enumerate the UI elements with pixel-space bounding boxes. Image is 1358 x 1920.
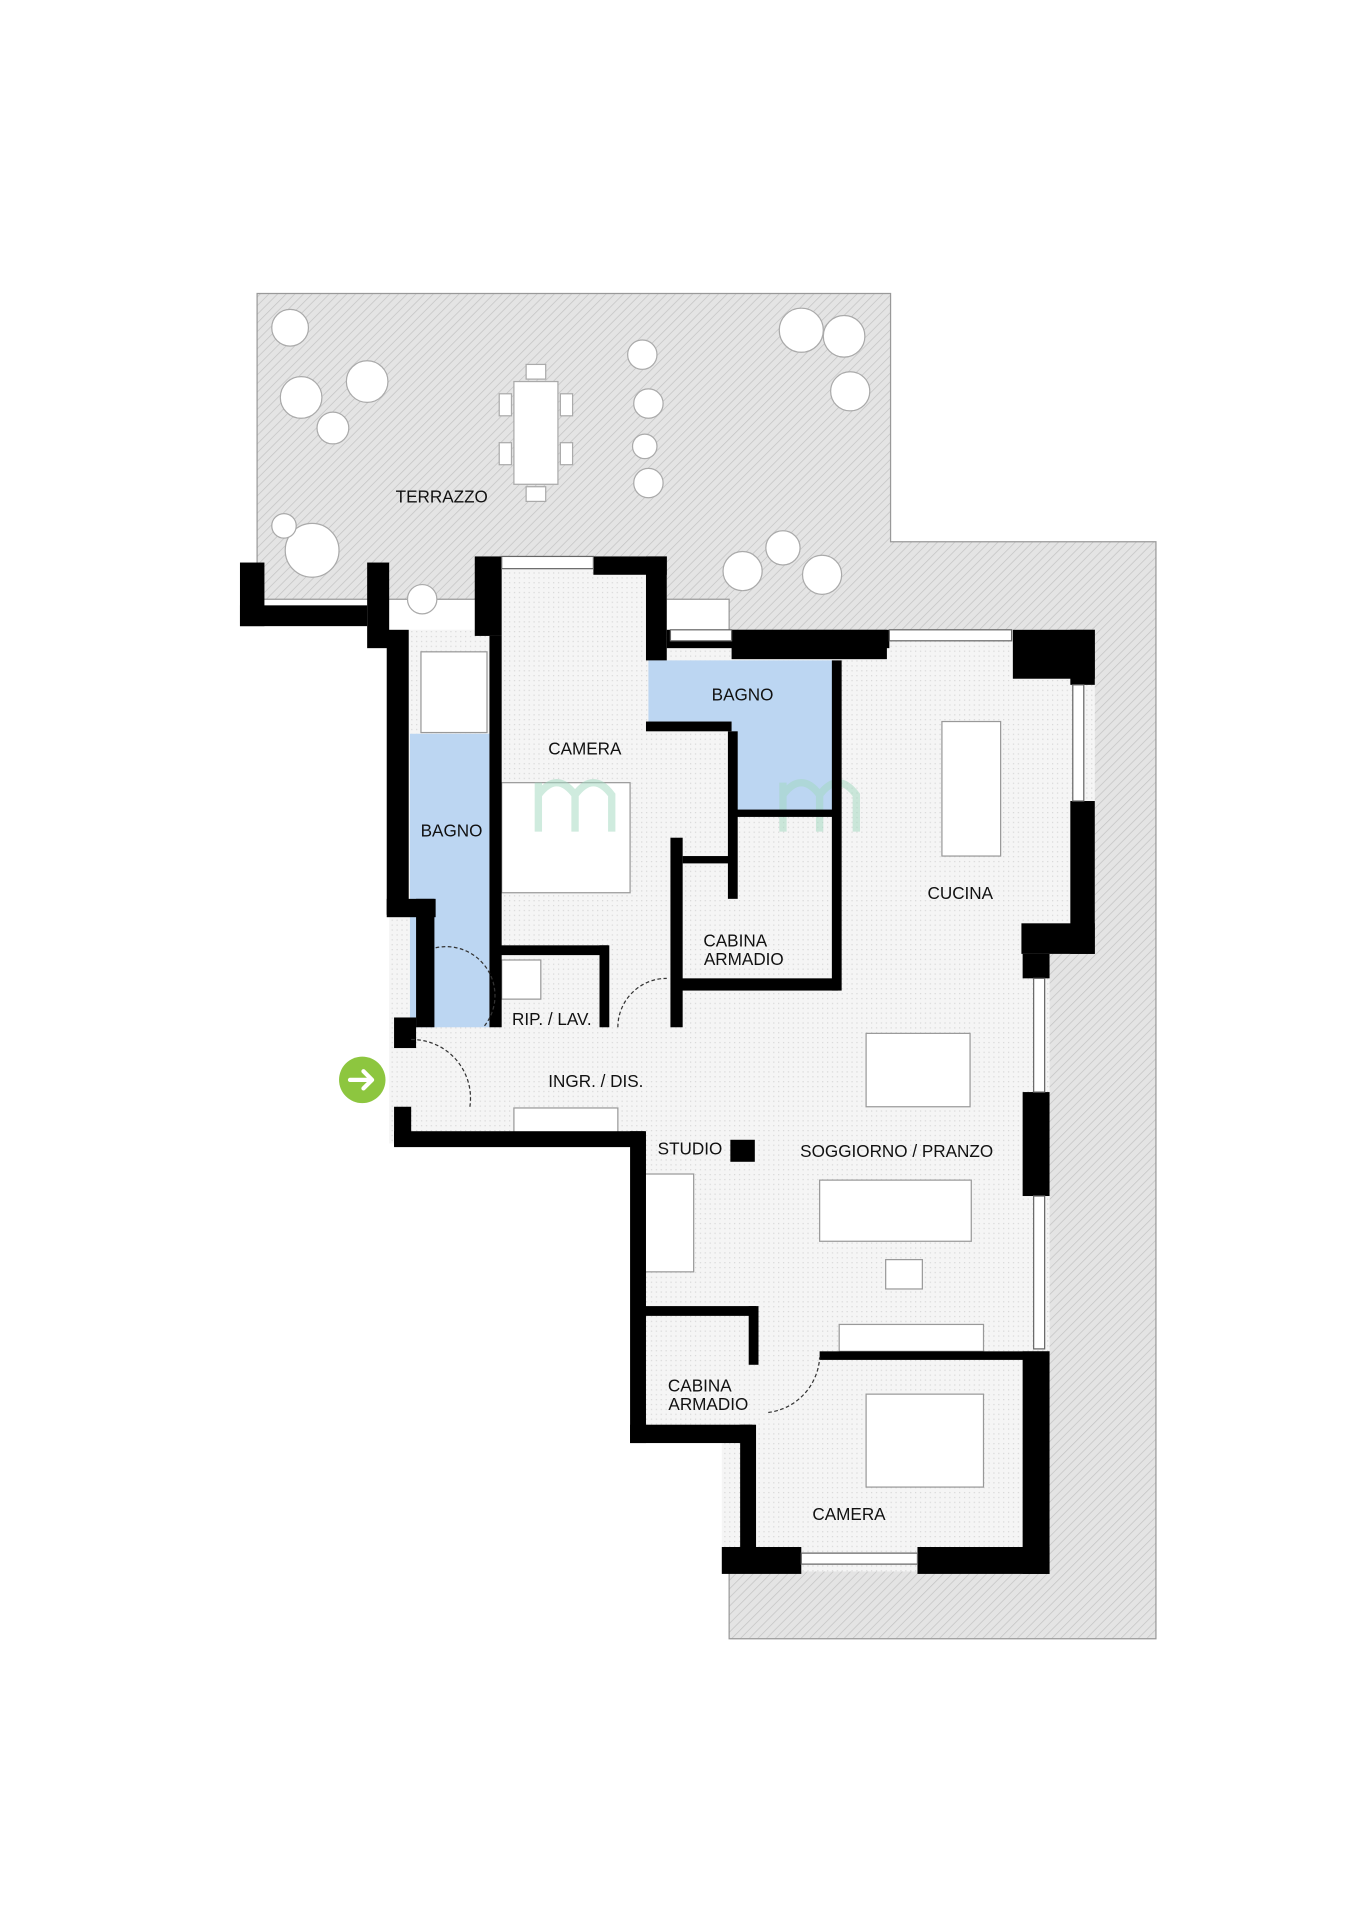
- room-label-ingr-dis: INGR. / DIS.: [548, 1072, 643, 1091]
- doors: [411, 946, 821, 1414]
- bathroom-top: [648, 660, 835, 814]
- entrance-marker[interactable]: [339, 1056, 386, 1104]
- interior-furniture: [420, 651, 1002, 1488]
- room-label-studio: STUDIO: [658, 1139, 723, 1158]
- pillar: [730, 1139, 755, 1162]
- room-label-rip-lav: RIP. / LAV.: [512, 1010, 592, 1029]
- room-label-terrazzo: TERRAZZO: [396, 488, 488, 507]
- room-label-soggiorno-pranzo: SOGGIORNO / PRANZO: [800, 1142, 993, 1161]
- room-label-cucina: CUCINA: [927, 884, 993, 903]
- terrace-furniture: [271, 307, 871, 615]
- room-label-bagno-2: BAGNO: [712, 686, 774, 705]
- room-label-bagno-1: BAGNO: [421, 821, 483, 840]
- room-label-camera-1: CAMERA: [548, 740, 622, 759]
- walls: [239, 556, 1095, 1574]
- windows: [501, 555, 1085, 1565]
- room-label-camera-2: CAMERA: [812, 1505, 886, 1524]
